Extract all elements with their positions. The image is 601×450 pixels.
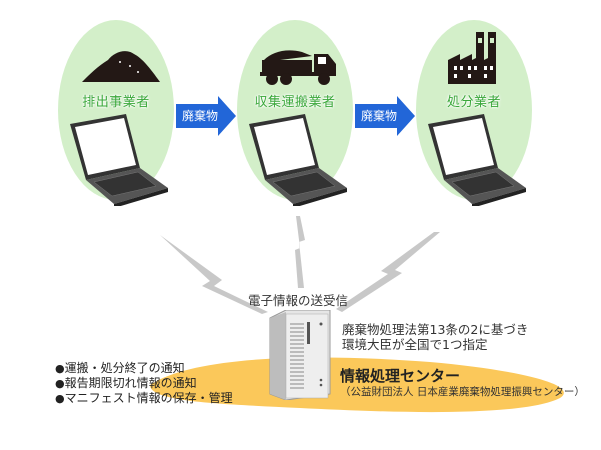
bullet-icon: ●	[55, 377, 65, 390]
function-item: ●運搬・処分終了の通知	[55, 361, 185, 375]
center-title: 情報処理センター	[340, 367, 461, 385]
functions-list: ●運搬・処分終了の通知 ●報告期限切れ情報の通知 ●マニフェスト情報の保存・管理	[55, 361, 233, 406]
bullet-icon: ●	[55, 392, 65, 405]
laptop-icon	[428, 114, 526, 206]
waste-flow-arrow-2: 廃棄物	[355, 96, 415, 136]
center-subtitle: （公益財団法人 日本産業廃棄物処理振興センター）	[340, 386, 585, 398]
bullet-icon: ●	[55, 362, 65, 375]
node-label-collector: 収集運搬業者	[254, 95, 336, 110]
laptop-icon	[70, 114, 168, 206]
function-item: ●報告期限切れ情報の通知	[55, 376, 197, 390]
node-label-processor: 処分業者	[446, 95, 501, 110]
law-basis-text: 廃棄物処理法第13条の2に基づき 環境大臣が全国で1つ指定	[342, 322, 528, 352]
arrow-label: 廃棄物	[360, 109, 397, 123]
law-line-1: 廃棄物処理法第13条の2に基づき	[342, 322, 529, 337]
signal-bolt-left	[160, 235, 268, 314]
node-label-emitter: 排出事業者	[82, 95, 150, 110]
server-icon	[269, 310, 331, 400]
law-line-2: 環境大臣が全国で1つ指定	[342, 337, 488, 352]
dump-truck-icon	[260, 50, 336, 85]
laptop-icon	[249, 114, 347, 206]
waste-flow-arrow-1: 廃棄物	[176, 96, 236, 136]
communication-label: 電子情報の送受信	[248, 293, 349, 308]
arrow-label: 廃棄物	[181, 109, 218, 123]
factory-icon	[448, 32, 496, 84]
signal-bolt-center	[295, 216, 305, 288]
signal-bolt-right	[336, 232, 440, 312]
function-item: ●マニフェスト情報の保存・管理	[55, 391, 233, 405]
waste-pile-icon	[82, 51, 160, 82]
